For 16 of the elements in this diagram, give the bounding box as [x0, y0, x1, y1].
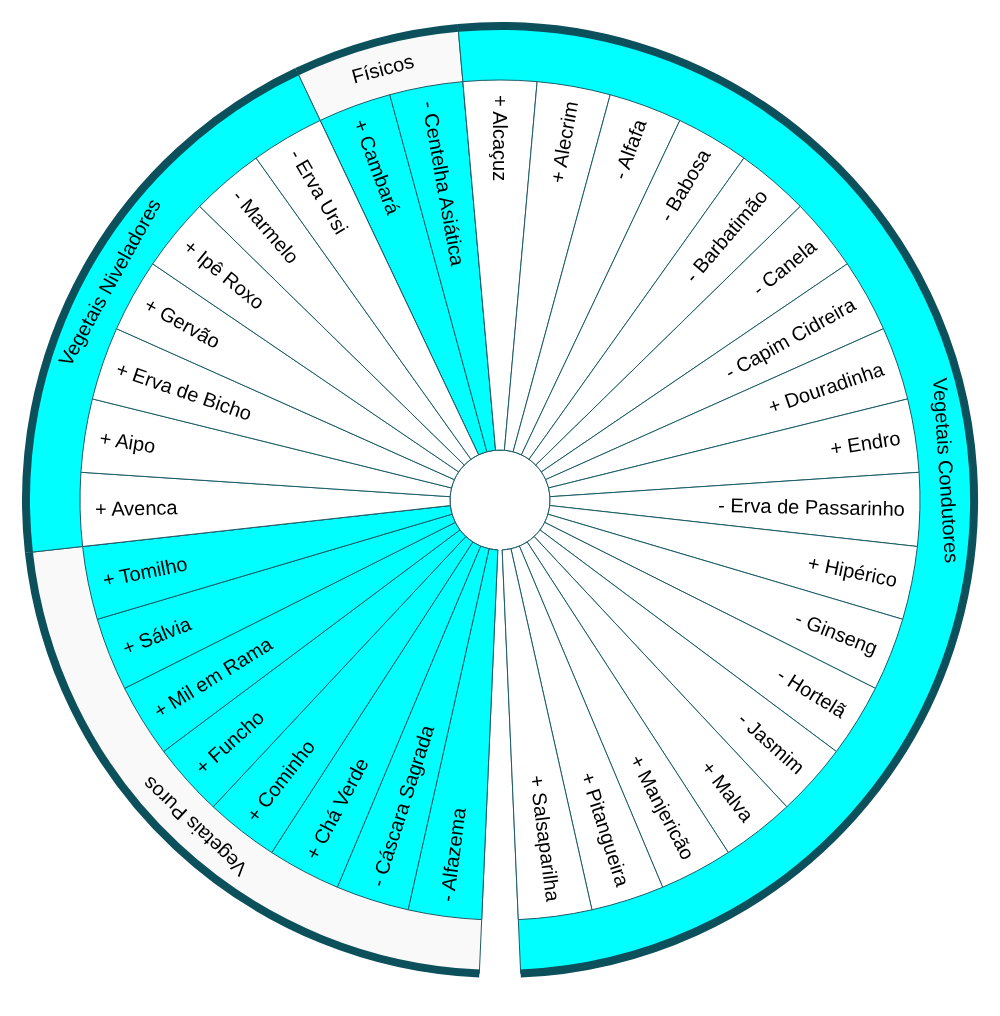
ring-label: Físicos	[349, 49, 417, 88]
segment-label: + Erva de Bicho	[113, 357, 255, 425]
segment-label: + Avenca	[94, 496, 178, 521]
segment-label: + Alecrim	[545, 99, 583, 185]
segment-label: - Centelha Asiática	[417, 99, 469, 268]
segment-label: + Hipérico	[806, 551, 900, 592]
segment-label: + Alcaçuz	[489, 95, 511, 182]
segment-label: - Erva de Passarinho	[717, 493, 906, 521]
segment-label: + Endro	[828, 426, 902, 460]
segment-label: + Salsaparilha	[525, 773, 565, 903]
segment-label: + Sálvia	[119, 612, 195, 660]
segment-label: - Alfazema	[435, 806, 470, 903]
segment-label: - Alfafa	[608, 116, 651, 183]
segment-label: + Aipo	[98, 426, 158, 458]
ring-label: Vegetais Condutores	[928, 377, 964, 564]
segment-label: + Tomilho	[100, 552, 190, 592]
